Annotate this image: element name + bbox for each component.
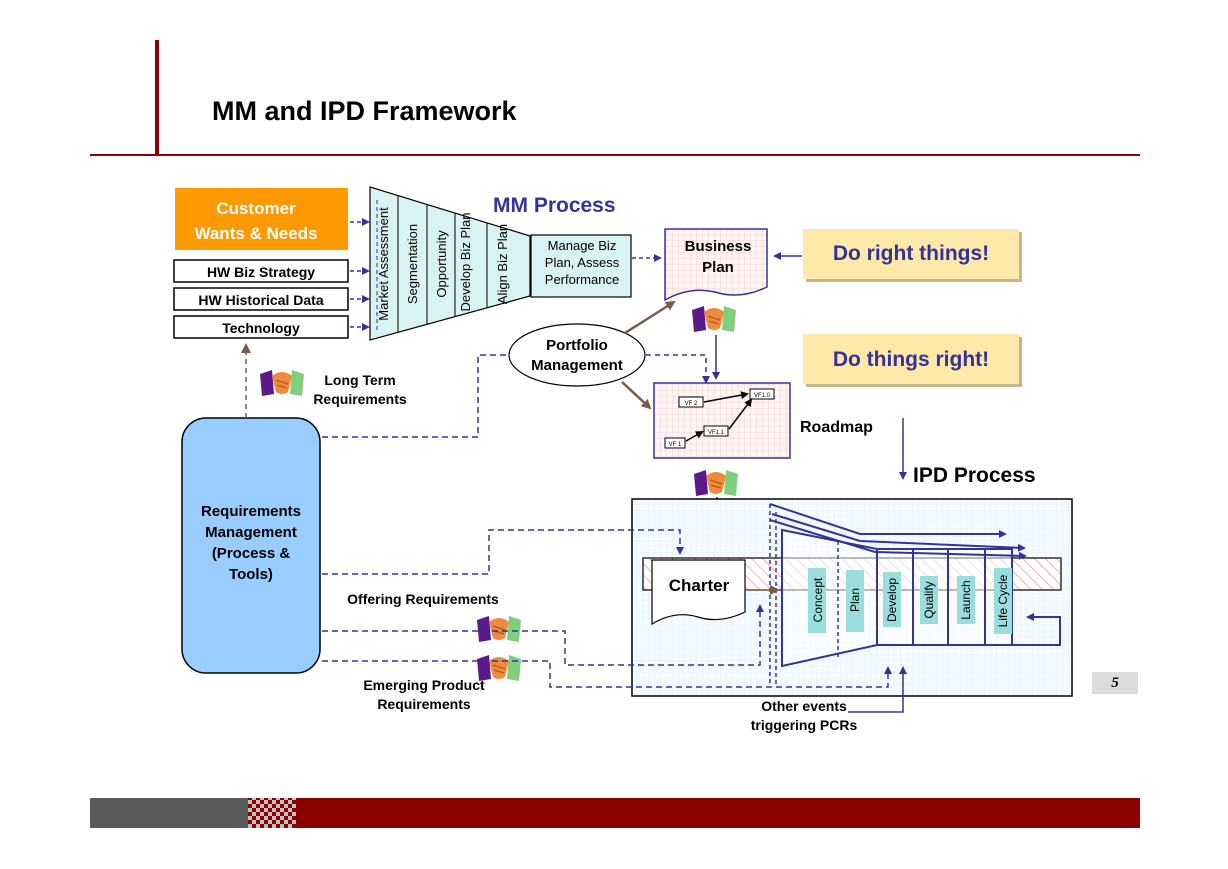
mm-manage-line-1: Manage Biz xyxy=(548,238,617,253)
other-events-line-2: triggering PCRs xyxy=(751,717,858,733)
offering-req-label: Offering Requirements xyxy=(347,591,499,607)
input-arrows xyxy=(350,218,370,331)
hw-historical-data-label: HW Historical Data xyxy=(198,292,323,308)
do-things-right-banner: Do things right! xyxy=(803,334,1022,387)
do-things-right-label: Do things right! xyxy=(833,348,989,371)
hw-biz-strategy-box: HW Biz Strategy xyxy=(173,259,349,283)
phase-concept-label: Concept xyxy=(811,577,825,622)
requirements-management-box: Requirements Management (Process & Tools… xyxy=(181,417,321,674)
roadmap-node-label: VF 2 xyxy=(685,401,698,407)
header-accent-bar xyxy=(155,40,159,155)
mm-manage-line-3: Performance xyxy=(545,272,619,287)
phase-plan-box xyxy=(846,570,864,632)
mm-stage-align-biz-plan: Align Biz Plan xyxy=(495,224,510,304)
roadmap-node-label: VF1.1 xyxy=(708,430,725,436)
req-box-line-1: Requirements xyxy=(201,503,301,520)
technology-label: Technology xyxy=(222,320,300,336)
other-events-arrow xyxy=(848,666,907,713)
roadmap-node-label: VF 1 xyxy=(669,442,682,448)
phase-qualify-label: Qualify xyxy=(922,581,936,618)
charter-label: Charter xyxy=(669,576,730,595)
handshake-icon xyxy=(691,305,737,333)
hw-historical-data-box: HW Historical Data xyxy=(173,287,349,311)
roadmap-label: Roadmap xyxy=(800,419,873,436)
roadmap-node xyxy=(678,396,704,408)
portfolio-to-business-plan-arrow xyxy=(624,300,676,335)
business-plan-line-2: Plan xyxy=(702,259,734,276)
emerging-line-2: Requirements xyxy=(377,696,471,712)
roadmap-node xyxy=(703,425,729,437)
portfolio-to-roadmap-dashed xyxy=(646,354,710,384)
mm-manage-box: Manage Biz Plan, Assess Performance xyxy=(530,234,632,298)
technology-box: Technology xyxy=(173,315,349,339)
other-events-line-1: Other events xyxy=(761,698,847,714)
roadmap-node xyxy=(749,388,775,400)
portfolio-management-ellipse: Portfolio Management xyxy=(508,323,646,387)
footer-red-bar xyxy=(296,798,1140,828)
phase-launch-label: Launch xyxy=(959,580,973,619)
phase-life-cycle-box xyxy=(994,568,1012,634)
handshake-icon xyxy=(259,369,305,397)
req-box-line-4: Tools) xyxy=(229,566,273,583)
long-term-line-1: Long Term xyxy=(324,372,395,388)
handshake-icon xyxy=(693,469,739,497)
mm-stage-labels: Market Assessment Segmentation Opportuni… xyxy=(376,207,510,321)
ipd-phases: Concept Plan Develop Qualify Launch Life… xyxy=(808,568,1012,634)
phase-concept-box xyxy=(808,568,826,633)
mm-manage-line-2: Plan, Assess xyxy=(545,255,620,270)
hw-biz-strategy-label: HW Biz Strategy xyxy=(207,264,315,280)
emerging-line-1: Emerging Product xyxy=(363,677,485,693)
roadmap-node xyxy=(664,437,686,449)
phase-develop-box xyxy=(883,572,901,627)
phase-launch-box xyxy=(957,576,975,624)
mm-stage-opportunity: Opportunity xyxy=(434,230,449,298)
roadmap-node-label: VF1.0 xyxy=(754,393,771,399)
customer-line-1: Customer xyxy=(216,199,296,218)
ipd-process-title: IPD Process xyxy=(913,464,1036,487)
requirement-flows xyxy=(322,354,892,688)
do-right-things-banner: Do right things! xyxy=(803,229,1022,282)
phase-develop-label: Develop xyxy=(885,578,899,622)
long-term-line-2: Requirements xyxy=(313,391,407,407)
req-box-line-3: (Process & xyxy=(212,545,291,562)
footer-checker xyxy=(248,798,296,828)
page-number: 5 xyxy=(1092,672,1138,694)
portfolio-line-1: Portfolio xyxy=(546,337,608,354)
phase-plan-label: Plan xyxy=(848,588,862,612)
roadmap-box: VF 1 VF 2 VF1.1 VF1.0 xyxy=(653,382,791,459)
mm-stage-market-assessment: Market Assessment xyxy=(376,207,391,321)
business-plan-doc: Business Plan xyxy=(664,228,768,302)
phase-life-cycle-label: Life Cycle xyxy=(996,574,1010,627)
customer-needs-box: Customer Wants & Needs xyxy=(175,188,348,250)
business-plan-line-1: Business xyxy=(685,238,752,255)
page-title: MM and IPD Framework xyxy=(212,96,517,126)
portfolio-to-roadmap-arrow xyxy=(621,381,652,410)
do-right-things-label: Do right things! xyxy=(833,242,989,265)
req-box-line-2: Management xyxy=(205,524,297,541)
mm-funnel xyxy=(369,186,531,341)
mm-process-title: MM Process xyxy=(493,194,616,217)
handshake-icon xyxy=(476,615,522,643)
phase-qualify-box xyxy=(920,576,938,624)
customer-line-2: Wants & Needs xyxy=(194,224,317,243)
mm-stage-segmentation: Segmentation xyxy=(405,224,420,304)
portfolio-line-2: Management xyxy=(531,357,623,374)
mm-stage-develop-biz-plan: Develop Biz Plan xyxy=(458,213,473,312)
